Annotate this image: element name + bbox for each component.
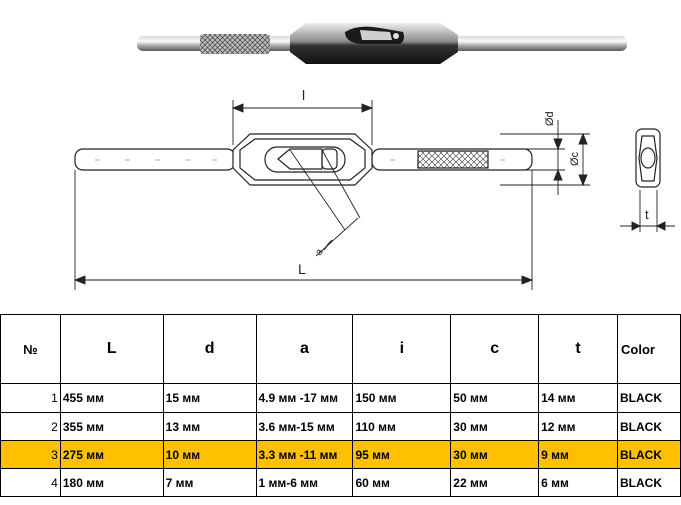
- cell-d: 15 мм: [162, 383, 257, 413]
- table-row: 1 455 мм 15 мм 4.9 мм -17 мм 150 мм 50 м…: [0, 383, 681, 413]
- cell-i: 110 мм: [352, 412, 452, 441]
- header-d: d: [162, 314, 257, 384]
- table-header-row: № L d a i c t Color: [0, 314, 681, 384]
- cell-d: 13 мм: [162, 412, 257, 441]
- header-color: Color: [617, 314, 681, 384]
- cell-L: 355 мм: [59, 412, 164, 441]
- label-L-big: L: [298, 261, 306, 277]
- cell-c: 30 мм: [450, 440, 540, 469]
- cell-c: 30 мм: [450, 412, 540, 441]
- cell-L: 180 мм: [59, 468, 164, 497]
- label-c: Øc: [569, 151, 581, 166]
- label-d: Ød: [544, 111, 556, 126]
- cell-a: 3.3 мм -11 мм: [255, 440, 354, 469]
- label-a: a: [313, 246, 325, 257]
- cell-d: 10 мм: [162, 440, 257, 469]
- cell-no: 4: [0, 468, 61, 497]
- wrench-photo: [137, 23, 627, 64]
- cell-color: BLACK: [617, 412, 681, 441]
- header-L: L: [59, 314, 164, 384]
- dimension-labels: l L Ød Øc a t: [298, 87, 649, 277]
- spec-table: № L d a i c t Color 1 455 мм 15 мм 4.9 м…: [0, 314, 681, 497]
- label-t: t: [645, 207, 649, 222]
- cell-a: 1 мм-6 мм: [255, 468, 354, 497]
- cell-i: 150 мм: [352, 383, 452, 413]
- header-t: t: [538, 314, 618, 384]
- table-row-highlighted: 3 275 мм 10 мм 3.3 мм -11 мм 95 мм 30 мм…: [0, 440, 681, 469]
- cell-color: BLACK: [617, 468, 681, 497]
- cell-no: 3: [0, 440, 61, 469]
- dimension-lines: [73, 100, 675, 290]
- header-a: a: [255, 314, 354, 384]
- tap-wrench-drawing: l L Ød Øc a t: [73, 23, 675, 290]
- cell-c: 50 мм: [450, 383, 540, 413]
- header-i: i: [352, 314, 452, 384]
- table-row: 4 180 мм 7 мм 1 мм-6 мм 60 мм 22 мм 6 мм…: [0, 468, 681, 497]
- cell-L: 455 мм: [59, 383, 164, 413]
- cell-color: BLACK: [617, 383, 681, 413]
- cell-a: 4.9 мм -17 мм: [255, 383, 354, 413]
- cell-a: 3.6 мм-15 мм: [255, 412, 354, 441]
- cell-d: 7 мм: [162, 468, 257, 497]
- cell-color: BLACK: [617, 440, 681, 469]
- cell-t: 14 мм: [538, 383, 618, 413]
- cell-no: 2: [0, 412, 61, 441]
- cell-t: 12 мм: [538, 412, 618, 441]
- side-view: [635, 128, 661, 188]
- cell-i: 60 мм: [352, 468, 452, 497]
- table-row: 2 355 мм 13 мм 3.6 мм-15 мм 110 мм 30 мм…: [0, 412, 681, 441]
- header-c: c: [450, 314, 540, 384]
- cell-t: 9 мм: [538, 440, 618, 469]
- wrench-line-drawing: [74, 133, 533, 186]
- label-l-small: l: [302, 87, 305, 103]
- cell-i: 95 мм: [352, 440, 452, 469]
- cell-c: 22 мм: [450, 468, 540, 497]
- cell-t: 6 мм: [538, 468, 618, 497]
- cell-L: 275 мм: [59, 440, 164, 469]
- header-no: №: [0, 314, 61, 384]
- cell-no: 1: [0, 383, 61, 413]
